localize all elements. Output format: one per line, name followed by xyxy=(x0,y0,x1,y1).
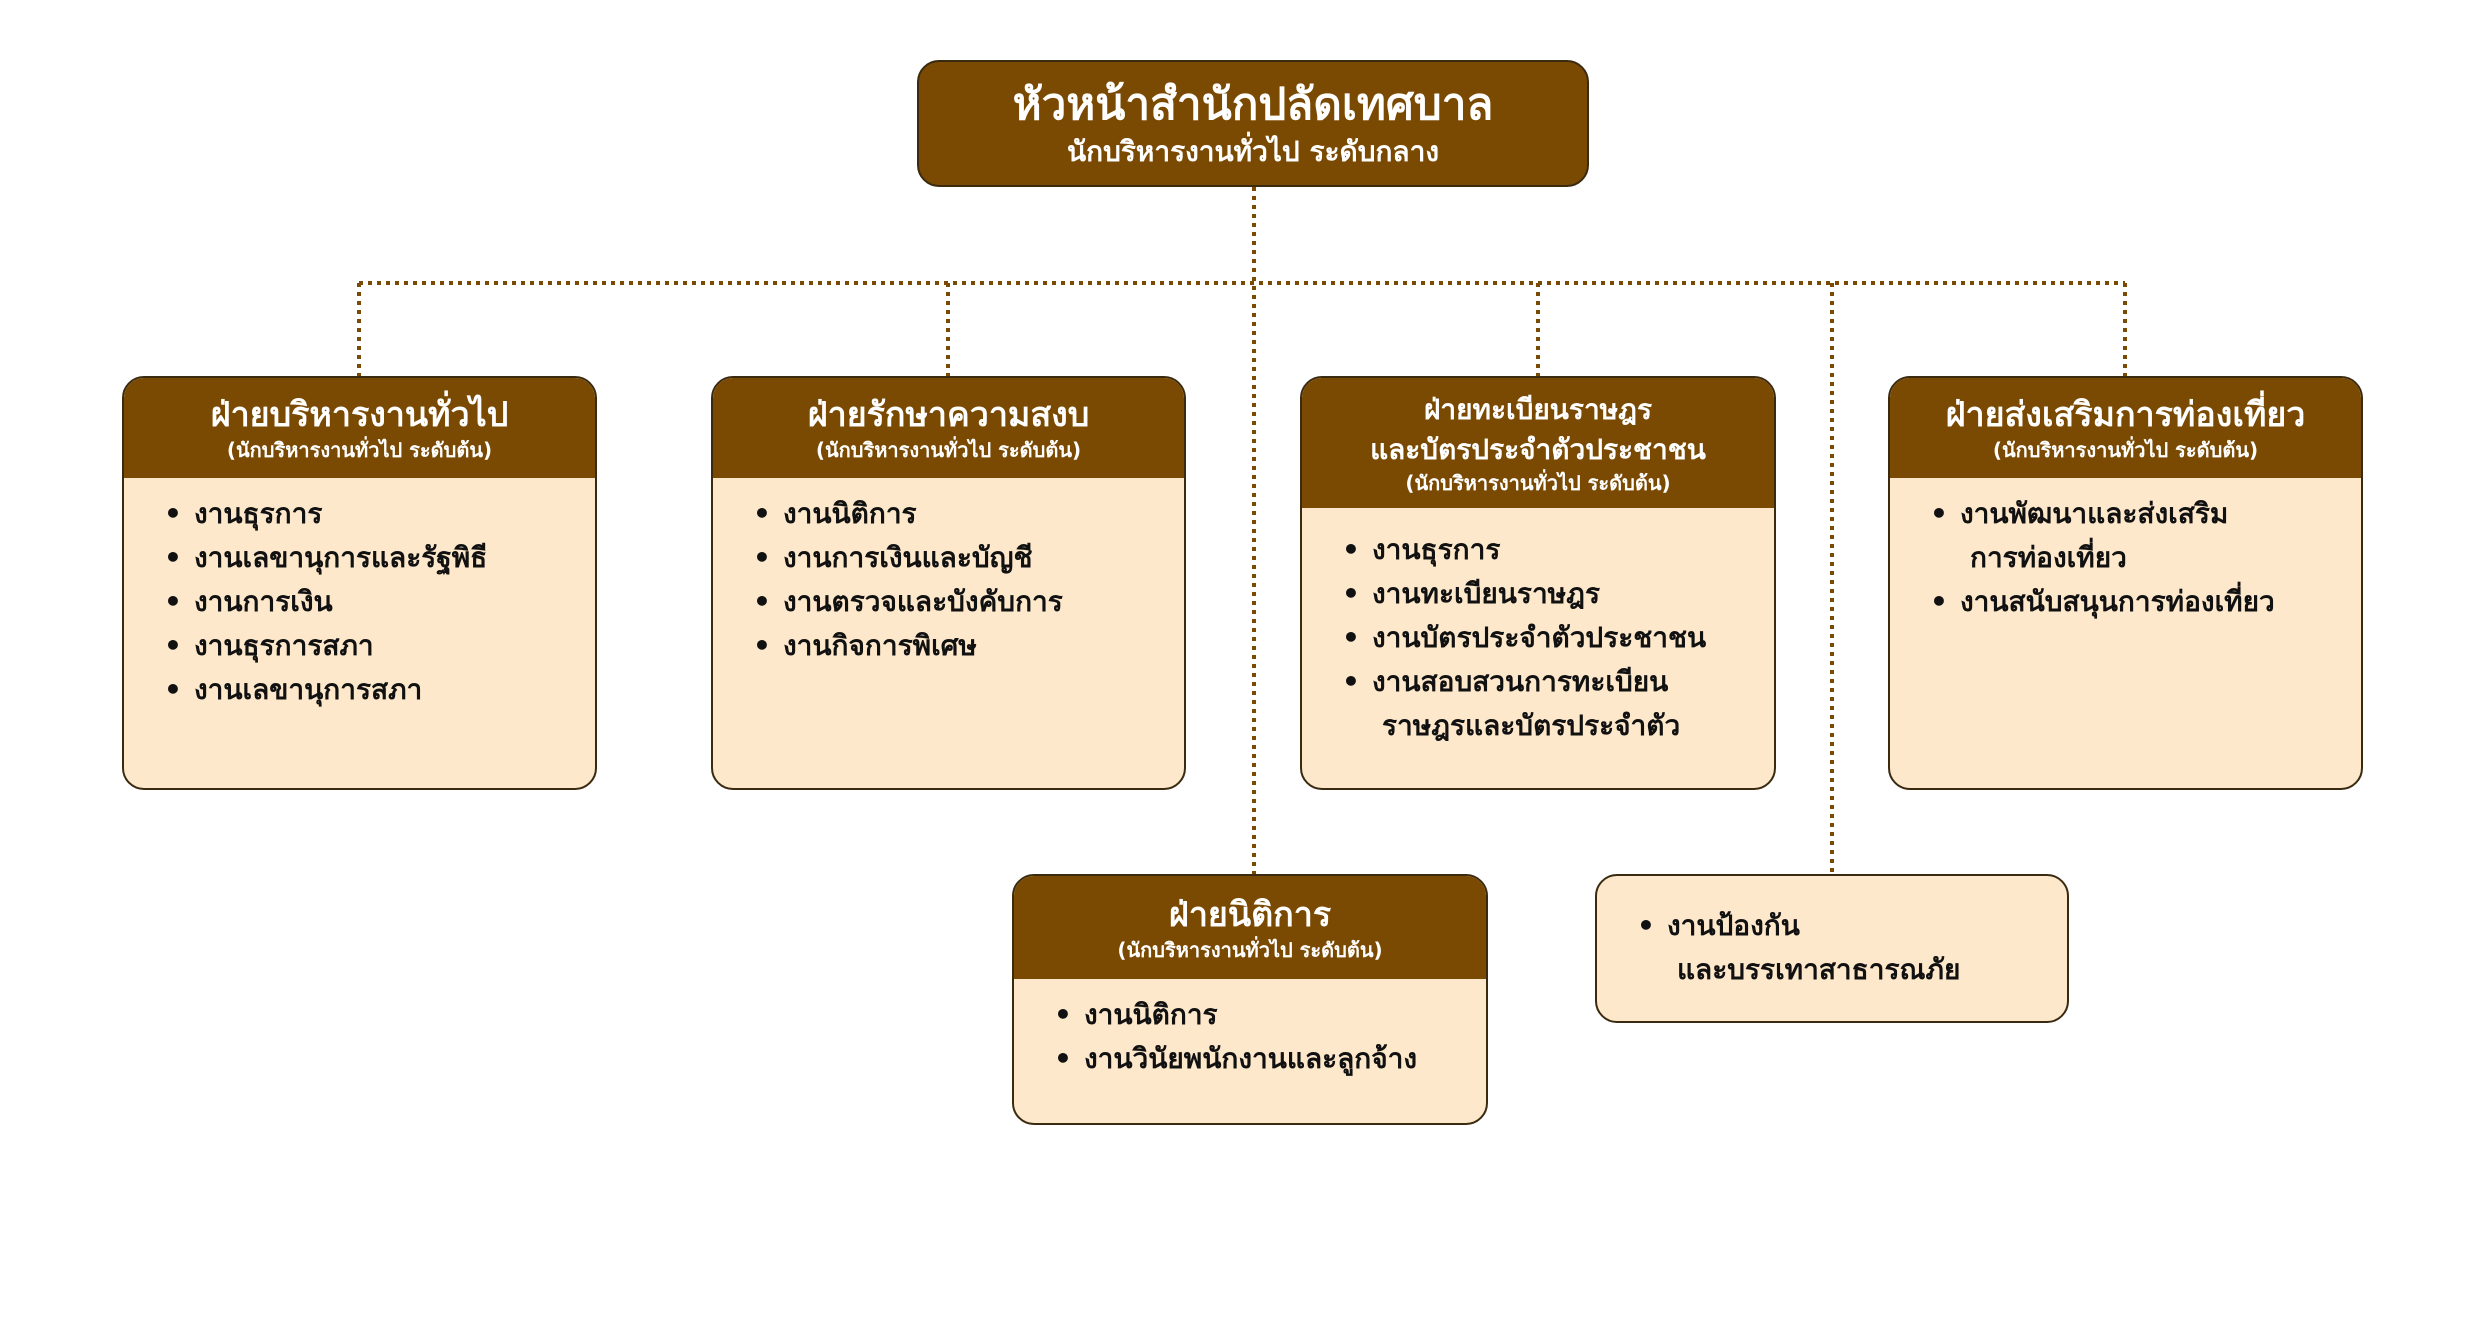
division-title: ฝ่ายรักษาความสงบ xyxy=(807,395,1090,435)
task-list: งานนิติการ งานวินัยพนักงานและลูกจ้าง xyxy=(1054,993,1486,1081)
list-item: งานทะเบียนราษฎร xyxy=(1342,572,1774,616)
task-list: งานธุรการ งานทะเบียนราษฎร งานบัตรประจำตั… xyxy=(1342,528,1774,748)
division-title: ฝ่ายนิติการ xyxy=(1168,894,1332,935)
division-body: งานธุรการ งานเลขานุการและรัฐพิธี งานการเ… xyxy=(124,478,595,712)
head-node: หัวหน้าสำนักปลัดเทศบาล นักบริหารงานทั่วไ… xyxy=(917,60,1589,187)
division-general-admin: ฝ่ายบริหารงานทั่วไป (นักบริหารงานทั่วไป … xyxy=(122,376,597,790)
division-subtitle: (นักบริหารงานทั่วไป ระดับต้น) xyxy=(1405,471,1671,495)
list-item-text: งานป้องกัน xyxy=(1667,909,1800,942)
division-legal: ฝ่ายนิติการ (นักบริหารงานทั่วไป ระดับต้น… xyxy=(1012,874,1488,1125)
list-item: งานนิติการ xyxy=(753,492,1184,536)
list-item-text: งานสอบสวนการทะเบียน xyxy=(1372,665,1669,698)
division-header: ฝ่ายทะเบียนราษฎร และบัตรประจำตัวประชาชน … xyxy=(1302,378,1774,508)
division-title-line2: และบัตรประจำตัวประชาชน xyxy=(1370,433,1706,466)
list-item: งานกิจการพิเศษ xyxy=(753,624,1184,668)
list-item: งานธุรการ xyxy=(1342,528,1774,572)
division-header: ฝ่ายรักษาความสงบ (นักบริหารงานทั่วไป ระด… xyxy=(713,378,1184,478)
list-item: งานสนับสนุนการท่องเที่ยว xyxy=(1930,580,2361,624)
division-header: ฝ่ายส่งเสริมการท่องเที่ยว (นักบริหารงานท… xyxy=(1890,378,2361,478)
division-subtitle: (นักบริหารงานทั่วไป ระดับต้น) xyxy=(1117,937,1383,962)
list-item: งานธุรการ xyxy=(164,492,595,536)
head-subtitle: นักบริหารงานทั่วไป ระดับกลาง xyxy=(1067,134,1439,168)
list-item: งานธุรการสภา xyxy=(164,624,595,668)
division-subtitle: (นักบริหารงานทั่วไป ระดับต้น) xyxy=(226,438,493,462)
list-item: งานบัตรประจำตัวประชาชน xyxy=(1342,616,1774,660)
list-item: งานเลขานุการสภา xyxy=(164,668,595,712)
division-peace-keeping: ฝ่ายรักษาความสงบ (นักบริหารงานทั่วไป ระด… xyxy=(711,376,1186,790)
task-list: งานธุรการ งานเลขานุการและรัฐพิธี งานการเ… xyxy=(164,492,595,712)
task-list: งานพัฒนาและส่งเสริมการท่องเที่ยว งานสนับ… xyxy=(1930,492,2361,624)
division-civil-registration: ฝ่ายทะเบียนราษฎร และบัตรประจำตัวประชาชน … xyxy=(1300,376,1776,790)
list-item-continuation: การท่องเที่ยว xyxy=(1970,541,2127,574)
division-title: ฝ่ายส่งเสริมการท่องเที่ยว xyxy=(1945,395,2306,435)
division-body: งานพัฒนาและส่งเสริมการท่องเที่ยว งานสนับ… xyxy=(1890,478,2361,624)
list-item-continuation: ราษฎรและบัตรประจำตัว xyxy=(1382,709,1681,742)
head-title: หัวหน้าสำนักปลัดเทศบาล xyxy=(1012,78,1494,130)
list-item: งานนิติการ xyxy=(1054,993,1486,1037)
list-item: งานวินัยพนักงานและลูกจ้าง xyxy=(1054,1037,1486,1081)
list-item: งานเลขานุการและรัฐพิธี xyxy=(164,536,595,580)
division-body: งานนิติการ งานวินัยพนักงานและลูกจ้าง xyxy=(1014,979,1486,1081)
division-body: งานนิติการ งานการเงินและบัญชี งานตรวจและ… xyxy=(713,478,1184,668)
list-item: งานตรวจและบังคับการ xyxy=(753,580,1184,624)
division-body: งานธุรการ งานทะเบียนราษฎร งานบัตรประจำตั… xyxy=(1302,508,1774,748)
list-item: งานการเงินและบัญชี xyxy=(753,536,1184,580)
division-tourism: ฝ่ายส่งเสริมการท่องเที่ยว (นักบริหารงานท… xyxy=(1888,376,2363,790)
division-title: ฝ่ายบริหารงานทั่วไป xyxy=(210,395,509,435)
division-title-line1: ฝ่ายทะเบียนราษฎร xyxy=(1424,393,1652,426)
list-item: งานการเงิน xyxy=(164,580,595,624)
division-subtitle: (นักบริหารงานทั่วไป ระดับต้น) xyxy=(815,438,1082,462)
division-subtitle: (นักบริหารงานทั่วไป ระดับต้น) xyxy=(1992,438,2259,462)
division-header: ฝ่ายบริหารงานทั่วไป (นักบริหารงานทั่วไป … xyxy=(124,378,595,478)
list-item-text: งานพัฒนาและส่งเสริม xyxy=(1960,497,2229,530)
list-item-continuation: และบรรเทาสาธารณภัย xyxy=(1677,953,1961,986)
division-header: ฝ่ายนิติการ (นักบริหารงานทั่วไป ระดับต้น… xyxy=(1014,876,1486,979)
task-list: งานนิติการ งานการเงินและบัญชี งานตรวจและ… xyxy=(753,492,1184,668)
list-item: งานพัฒนาและส่งเสริมการท่องเที่ยว xyxy=(1930,492,2361,580)
